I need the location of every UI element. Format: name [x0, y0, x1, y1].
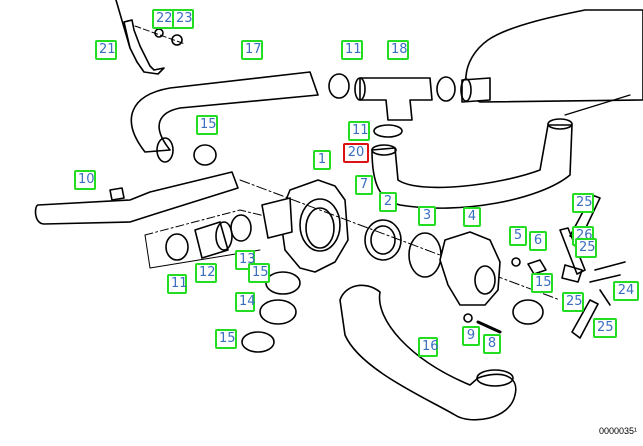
- clamp-15-bottom: [241, 331, 275, 353]
- callout-8[interactable]: 8: [483, 334, 501, 354]
- callout-15-bottom[interactable]: 15: [215, 329, 237, 349]
- bolt-8: [476, 320, 502, 334]
- clamp-15-lower: [265, 271, 301, 295]
- axis-line: [134, 25, 186, 45]
- callout-9[interactable]: 9: [462, 326, 480, 346]
- callout-25-lower[interactable]: 25: [562, 292, 584, 312]
- callout-1[interactable]: 1: [313, 150, 331, 170]
- bracket-part: [123, 19, 165, 75]
- tube-10: [34, 171, 239, 225]
- callout-25-top[interactable]: 25: [572, 193, 594, 213]
- nut-part: [171, 34, 183, 46]
- tee-18: [359, 77, 433, 121]
- callout-5[interactable]: 5: [509, 226, 527, 246]
- cover-4: [439, 231, 501, 306]
- washer-9: [463, 313, 473, 323]
- callout-11-top[interactable]: 11: [341, 40, 363, 60]
- hose-25-low: [571, 299, 599, 339]
- leader-line: [115, 0, 131, 49]
- callout-25-bottom[interactable]: 25: [593, 318, 617, 338]
- callout-11-mid[interactable]: 11: [348, 121, 370, 141]
- callout-23[interactable]: 23: [172, 9, 194, 29]
- ring-11-left: [165, 233, 189, 261]
- ring-13: [230, 214, 252, 242]
- callout-10[interactable]: 10: [74, 170, 96, 190]
- callout-12[interactable]: 12: [195, 263, 217, 283]
- callout-7[interactable]: 7: [355, 175, 373, 195]
- callout-16[interactable]: 16: [418, 337, 439, 357]
- callout-4[interactable]: 4: [463, 207, 481, 227]
- callout-6[interactable]: 6: [529, 231, 547, 251]
- oring-3: [408, 232, 442, 278]
- hose-20: [371, 124, 573, 209]
- callout-15-mid[interactable]: 15: [248, 263, 270, 283]
- callout-21[interactable]: 21: [95, 40, 117, 60]
- callout-15-upper[interactable]: 15: [196, 115, 218, 135]
- hose-16: [339, 284, 517, 421]
- washer-5: [511, 257, 521, 267]
- callout-24[interactable]: 24: [613, 281, 639, 301]
- callout-11-lower[interactable]: 11: [167, 274, 188, 294]
- drawing-number: 0000035¹: [598, 426, 637, 436]
- clamp-15-right: [512, 299, 544, 325]
- callout-22[interactable]: 22: [152, 9, 174, 29]
- sleeve-14: [259, 299, 297, 325]
- callout-20-selected[interactable]: 20: [343, 143, 369, 163]
- callout-14[interactable]: 14: [235, 292, 256, 312]
- clamp-11-top-left: [328, 73, 350, 99]
- callout-25-mid[interactable]: 25: [575, 238, 597, 258]
- hose-17: [130, 71, 319, 153]
- clamp-11-under-tee: [373, 124, 403, 138]
- clamp-11-top-right: [436, 76, 456, 102]
- sleeve-12: [194, 221, 229, 259]
- hose-25-mid: [559, 227, 586, 275]
- axis-line: [239, 179, 561, 301]
- callout-18[interactable]: 18: [387, 40, 409, 60]
- hose-25-short: [561, 264, 583, 283]
- connector-24: [589, 261, 626, 306]
- clamp-15-top: [193, 144, 217, 166]
- callout-2[interactable]: 2: [379, 192, 397, 212]
- sensor-6: [527, 259, 547, 275]
- reservoir: [465, 9, 643, 103]
- callout-3[interactable]: 3: [418, 206, 436, 226]
- callout-17[interactable]: 17: [241, 40, 263, 60]
- callout-15-right[interactable]: 15: [531, 273, 553, 293]
